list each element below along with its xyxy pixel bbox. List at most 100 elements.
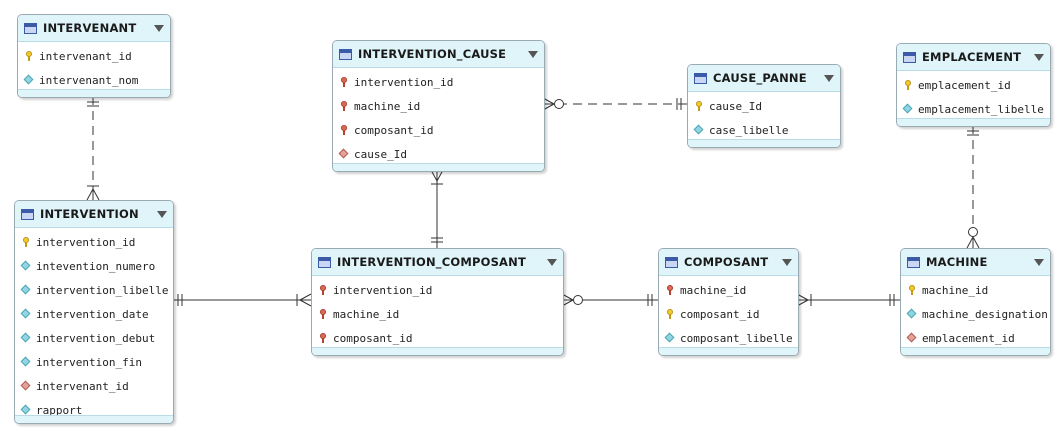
relationship-intervention-intervention_composant-to-many-marker — [299, 293, 312, 301]
table-icon — [24, 22, 37, 34]
field-name: composant_libelle — [680, 331, 793, 345]
field-row[interactable]: intervenant_id — [15, 374, 173, 398]
field-row[interactable]: intervention_id — [15, 230, 173, 254]
primary-foreign-key-icon — [318, 333, 328, 343]
dropdown-arrow-icon[interactable] — [1034, 258, 1044, 266]
entity-footer — [18, 89, 170, 97]
entity-intervention-composant[interactable]: INTERVENTION_COMPOSANT intervention_id m… — [311, 248, 564, 356]
primary-foreign-key-icon — [318, 309, 328, 319]
relationship-emplacement-machine-to-many-marker — [972, 236, 980, 249]
dropdown-arrow-icon[interactable] — [824, 74, 834, 82]
field-name: emplacement_id — [922, 331, 1015, 345]
entity-header[interactable]: INTERVENTION_COMPOSANT — [312, 249, 563, 276]
table-icon — [318, 256, 331, 268]
dropdown-arrow-icon[interactable] — [782, 258, 792, 266]
field-row[interactable]: composant_id — [659, 302, 798, 326]
field-row[interactable]: intervention_id — [312, 278, 563, 302]
entity-header[interactable]: EMPLACEMENT — [897, 44, 1050, 71]
primary-foreign-key-icon — [665, 285, 675, 295]
field-row[interactable]: emplacement_libelle — [897, 97, 1050, 121]
primary-key-icon — [21, 237, 31, 247]
table-icon — [907, 256, 920, 268]
field-row[interactable]: machine_id — [333, 94, 544, 118]
dropdown-arrow-icon[interactable] — [157, 210, 167, 218]
attribute-icon — [21, 333, 31, 343]
entity-machine[interactable]: MACHINE machine_id machine_designation e… — [900, 248, 1051, 356]
field-row[interactable]: machine_id — [901, 278, 1050, 302]
entity-header[interactable]: INTERVENTION — [15, 201, 173, 228]
foreign-key-icon — [339, 149, 349, 159]
field-name: composant_id — [333, 331, 413, 345]
entity-fields: intervention_id machine_id composant_id — [312, 276, 563, 350]
entity-footer — [312, 347, 563, 355]
entity-title: INTERVENTION_CAUSE — [358, 47, 507, 61]
field-name: intervention_date — [36, 307, 149, 321]
field-row[interactable]: cause_Id — [688, 94, 840, 118]
primary-foreign-key-icon — [339, 77, 349, 87]
relationship-intervention-intervention_composant-to-many-marker — [299, 299, 312, 307]
field-name: intervenant_id — [36, 379, 129, 393]
entity-composant[interactable]: COMPOSANT machine_id composant_id compos… — [658, 248, 799, 356]
field-row[interactable]: emplacement_id — [901, 326, 1050, 350]
entity-emplacement[interactable]: EMPLACEMENT emplacement_id emplacement_l… — [896, 43, 1051, 127]
entity-title: EMPLACEMENT — [922, 50, 1022, 64]
entity-intervenant[interactable]: INTERVENANT intervenant_id intervenant_n… — [17, 14, 171, 98]
entity-title: CAUSE_PANNE — [713, 71, 807, 85]
field-row[interactable]: composant_libelle — [659, 326, 798, 350]
dropdown-arrow-icon[interactable] — [154, 24, 164, 32]
field-name: intervention_debut — [36, 331, 156, 345]
entity-header[interactable]: MACHINE — [901, 249, 1050, 276]
field-name: case_libelle — [709, 123, 789, 137]
attribute-icon — [694, 125, 704, 135]
entity-fields: machine_id machine_designation emplaceme… — [901, 276, 1050, 350]
field-row[interactable]: intervenant_nom — [18, 68, 170, 92]
relationship-emplacement-machine-to-zero-marker — [968, 227, 978, 237]
field-row[interactable]: composant_id — [333, 118, 544, 142]
entity-header[interactable]: INTERVENANT — [18, 15, 170, 42]
field-row[interactable]: intervention_debut — [15, 326, 173, 350]
dropdown-arrow-icon[interactable] — [528, 50, 538, 58]
field-name: emplacement_libelle — [918, 102, 1044, 116]
field-name: cause_Id — [709, 99, 762, 113]
field-row[interactable]: cause_Id — [333, 142, 544, 166]
table-icon — [694, 72, 707, 84]
entity-footer — [688, 139, 840, 147]
field-row[interactable]: rapport — [15, 398, 173, 422]
field-row[interactable]: machine_id — [312, 302, 563, 326]
relationship-intervenant-intervention-to-many-marker — [92, 188, 100, 201]
field-name: machine_designation — [922, 307, 1048, 321]
field-row[interactable]: intervention_fin — [15, 350, 173, 374]
field-name: composant_id — [680, 307, 760, 321]
entity-intervention-cause[interactable]: INTERVENTION_CAUSE intervention_id machi… — [332, 40, 545, 172]
field-name: rapport — [36, 403, 83, 417]
relationship-intervention_cause-cause_panne-from-zero-marker — [554, 99, 564, 109]
field-row[interactable]: intervention_libelle — [15, 278, 173, 302]
field-name: intervenant_nom — [39, 73, 139, 87]
entity-header[interactable]: COMPOSANT — [659, 249, 798, 276]
field-row[interactable]: intervenant_id — [18, 44, 170, 68]
field-row[interactable]: emplacement_id — [897, 73, 1050, 97]
entity-footer — [333, 163, 544, 171]
relationship-intervenant-intervention-to-many-marker — [86, 188, 94, 201]
field-row[interactable]: intervention_id — [333, 70, 544, 94]
entity-fields: intervention_id intevention_numero inter… — [15, 228, 173, 422]
entity-header[interactable]: INTERVENTION_CAUSE — [333, 41, 544, 68]
dropdown-arrow-icon[interactable] — [547, 258, 557, 266]
foreign-key-icon — [21, 381, 31, 391]
entity-header[interactable]: CAUSE_PANNE — [688, 65, 840, 92]
field-row[interactable]: intervention_date — [15, 302, 173, 326]
field-row[interactable]: intevention_numero — [15, 254, 173, 278]
entity-intervention[interactable]: INTERVENTION intervention_id intevention… — [14, 200, 174, 424]
entity-cause-panne[interactable]: CAUSE_PANNE cause_Id case_libelle — [687, 64, 841, 148]
primary-foreign-key-icon — [339, 125, 349, 135]
attribute-icon — [21, 285, 31, 295]
primary-foreign-key-icon — [339, 101, 349, 111]
dropdown-arrow-icon[interactable] — [1034, 53, 1044, 61]
entity-title: INTERVENANT — [43, 21, 137, 35]
field-row[interactable]: case_libelle — [688, 118, 840, 142]
field-row[interactable]: machine_id — [659, 278, 798, 302]
entity-title: MACHINE — [926, 255, 988, 269]
field-row[interactable]: composant_id — [312, 326, 563, 350]
attribute-icon — [903, 104, 913, 114]
field-row[interactable]: machine_designation — [901, 302, 1050, 326]
